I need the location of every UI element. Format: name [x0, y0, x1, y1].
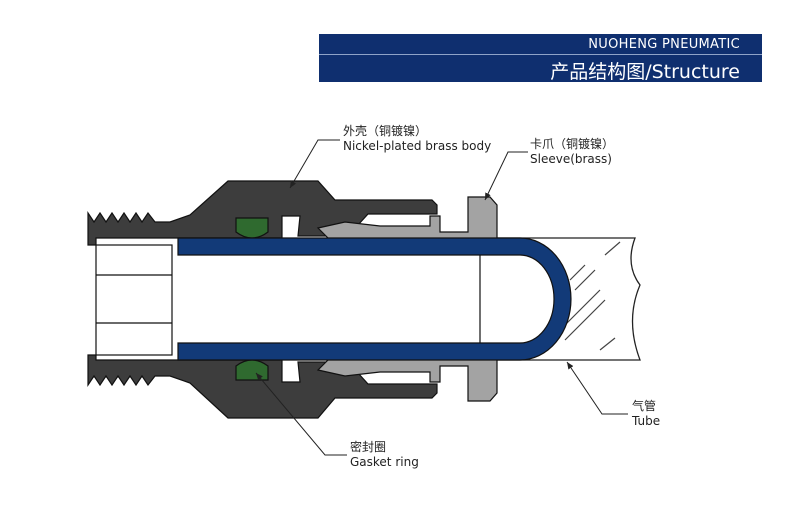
- leader-tube: [566, 361, 628, 415]
- sleeve-lower: [316, 357, 498, 402]
- gasket-lower: [235, 359, 269, 381]
- sleeve-upper: [316, 196, 498, 241]
- label-gasket-en: Gasket ring: [350, 455, 419, 469]
- banner-divider: [319, 54, 762, 55]
- label-sleeve-cn: 卡爪（铜镀镍）: [530, 137, 615, 151]
- label-gasket: 密封圈 Gasket ring: [350, 440, 419, 470]
- leader-sleeve: [484, 151, 528, 201]
- tube-hatching: [559, 241, 621, 351]
- label-sleeve: 卡爪（铜镀镍） Sleeve(brass): [530, 137, 614, 167]
- label-sleeve-en: Sleeve(brass): [530, 152, 612, 166]
- page-title: 产品结构图/Structure: [550, 61, 740, 83]
- tube-wall: [177, 237, 572, 361]
- leader-gasket: [255, 372, 347, 456]
- label-tube-en: Tube: [632, 414, 661, 428]
- label-gasket-cn: 密封圈: [350, 440, 387, 454]
- brand-name: NUOHENG PNEUMATIC: [588, 37, 740, 52]
- gasket-upper: [235, 217, 269, 239]
- label-tube-cn: 气管: [632, 399, 657, 413]
- header-banner: NUOHENG PNEUMATIC 产品结构图/Structure: [319, 34, 762, 83]
- label-body-en: Nickel-plated brass body: [343, 139, 492, 153]
- label-tube: 气管 Tube: [632, 399, 660, 429]
- label-body: 外壳（铜镀镍） Nickel-plated brass body: [343, 124, 491, 154]
- body-bore: [95, 244, 173, 356]
- label-body-cn: 外壳（铜镀镍）: [343, 124, 428, 138]
- leader-body: [289, 139, 340, 189]
